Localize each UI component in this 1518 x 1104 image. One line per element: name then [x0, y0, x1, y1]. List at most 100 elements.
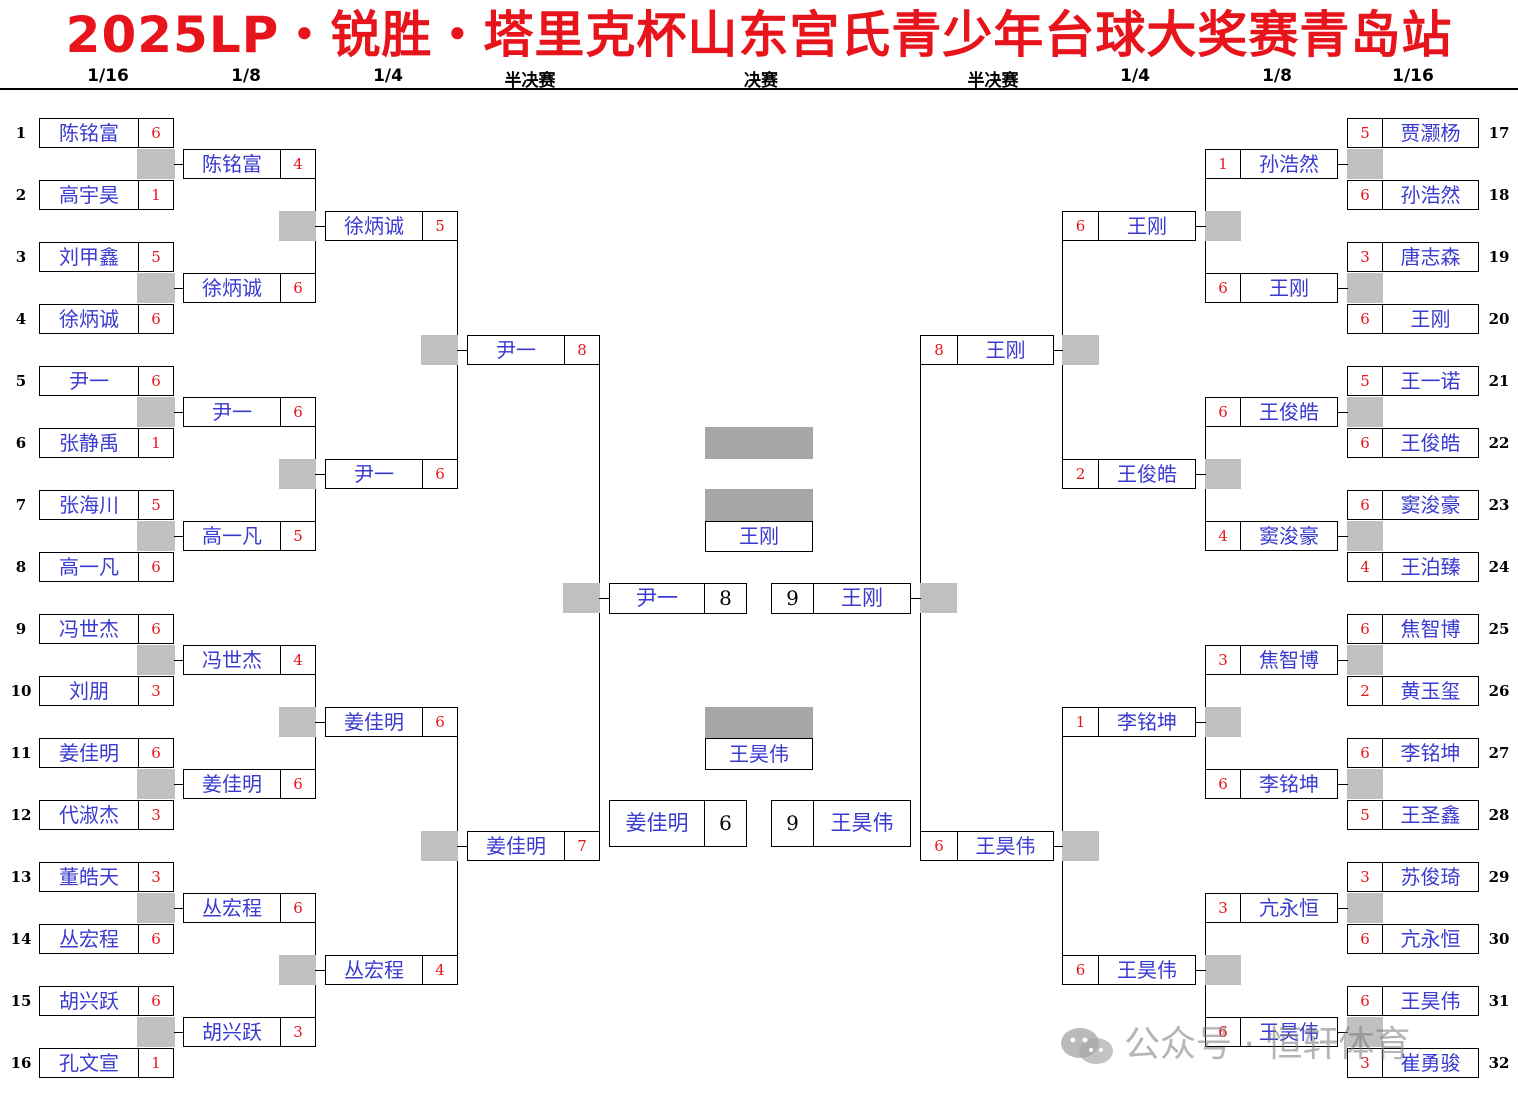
seed-number: 13	[10, 868, 32, 886]
bye-box	[1205, 459, 1241, 489]
seed-number: 29	[1488, 868, 1510, 886]
slot-divider	[1098, 956, 1099, 984]
player-name: 焦智博	[1259, 648, 1319, 672]
slot-divider	[1382, 367, 1383, 395]
bracket-line	[1195, 970, 1206, 971]
seed-number: 21	[1488, 372, 1510, 390]
slot-divider	[704, 584, 705, 613]
player-score: 1	[1218, 155, 1228, 173]
player-name: 王一诺	[1400, 369, 1461, 393]
player-score: 4	[1218, 527, 1228, 545]
seed-number: 14	[10, 930, 32, 948]
seed-number: 5	[15, 372, 27, 390]
bye-box	[1062, 335, 1099, 365]
bye-box	[1347, 273, 1383, 303]
player-score: 6	[719, 811, 732, 835]
bracket-line	[174, 908, 184, 909]
wechat-icon	[1061, 1028, 1113, 1064]
seed-number: 19	[1488, 248, 1510, 266]
seed-number: 25	[1488, 620, 1510, 638]
bracket-line	[315, 970, 326, 971]
slot-divider	[813, 801, 814, 846]
player-name: 姜佳明	[59, 741, 119, 765]
slot-divider	[138, 987, 139, 1015]
bye-box	[1347, 397, 1383, 427]
bye-box	[279, 211, 316, 241]
player-name: 姜佳明	[486, 834, 546, 858]
slot-divider	[280, 522, 281, 550]
slot-divider	[138, 925, 139, 953]
bye-box	[1347, 521, 1383, 551]
champion-box: 王刚	[705, 521, 813, 552]
player-name: 丛宏程	[202, 896, 262, 920]
player-name: 贾灏杨	[1400, 121, 1461, 145]
seed-number: 32	[1488, 1054, 1510, 1072]
seed-number: 3	[15, 248, 27, 266]
